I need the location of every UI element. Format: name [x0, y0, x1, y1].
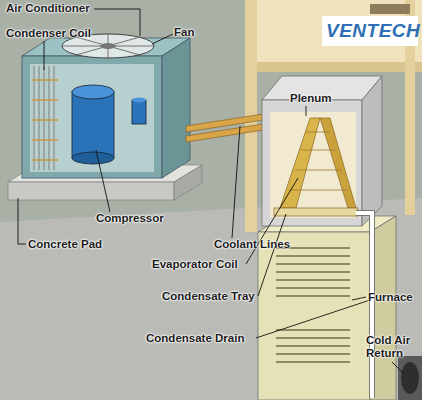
grille-slat: [276, 329, 350, 331]
return-duct: [398, 356, 422, 400]
coil-fin: [38, 66, 39, 170]
capacitor: [132, 100, 146, 124]
grille-slat: [276, 337, 350, 339]
coil-tube: [295, 170, 342, 171]
furnace-grille: [276, 248, 350, 362]
leader-line: [152, 34, 173, 44]
coil-fin: [43, 66, 44, 170]
leader-line: [392, 362, 404, 374]
grille-slat: [276, 271, 350, 273]
condenser-coil: [34, 66, 54, 170]
leader-line: [44, 41, 45, 70]
grille-slat: [276, 287, 350, 289]
compressor-top: [72, 85, 114, 99]
coil-tube: [301, 150, 336, 151]
compressor-base: [72, 152, 114, 164]
pad-front: [8, 182, 174, 200]
plenum-interior: [270, 112, 356, 218]
leader-line: [96, 150, 110, 212]
grille-slat: [276, 295, 350, 297]
part-label: Condensate Tray: [162, 290, 255, 303]
leader-line: [94, 9, 140, 36]
fan-hub: [100, 43, 116, 49]
evaporator-coil: [320, 118, 356, 208]
part-label: Evaporator Coil: [152, 258, 238, 271]
return-opening: [401, 362, 419, 394]
condensate-drain-pipe: [356, 213, 372, 398]
leader-line: [246, 178, 298, 264]
part-label: Condenser Coil: [6, 27, 91, 40]
part-label: Furnace: [368, 291, 413, 304]
coil-fin: [48, 66, 49, 170]
coil-tube: [32, 139, 58, 141]
coil-tube: [289, 190, 348, 191]
pad-side: [174, 165, 202, 200]
condensate-tray: [274, 208, 358, 216]
evaporator-coil: [280, 118, 320, 208]
leader-line: [306, 106, 307, 116]
grille-slat: [276, 353, 350, 355]
part-label: Plenum: [290, 92, 332, 105]
coil-tube: [306, 132, 330, 133]
plenum-side: [362, 76, 382, 226]
part-label: Condensate Drain: [146, 332, 244, 345]
part-label: Compressor: [96, 212, 164, 225]
leader-line: [232, 126, 240, 238]
ceiling-joist: [245, 0, 422, 72]
plenum-front: [262, 100, 362, 226]
fan-spoke: [76, 37, 140, 55]
watermark-logo: VENTECH: [326, 20, 420, 42]
leader-line: [256, 300, 370, 338]
drain-pipe-outline: [356, 213, 372, 398]
grille-slat: [276, 255, 350, 257]
capacitor-top: [132, 98, 146, 103]
part-label: Air Conditioner: [6, 2, 90, 15]
floor: [0, 198, 422, 400]
coil-fin: [33, 66, 34, 170]
grille-slat: [276, 345, 350, 347]
coil-fin: [53, 66, 54, 170]
leader-line: [258, 214, 286, 296]
coil-tubes: [289, 132, 348, 190]
coil-tube: [32, 79, 58, 81]
beam: [245, 62, 422, 72]
unit-side: [162, 38, 190, 178]
coil-tubes: [32, 80, 58, 160]
part-label: Fan: [174, 26, 194, 39]
ceiling-vent: [370, 4, 410, 14]
part-label: Cold Air Return: [366, 334, 420, 360]
part-label: Coolant Lines: [214, 238, 290, 251]
coil-tube: [32, 159, 58, 161]
fan-spoke: [76, 37, 140, 55]
unit-interior: [30, 64, 154, 172]
grille-slat: [276, 361, 350, 363]
furnace-front: [258, 232, 370, 400]
leader-line: [18, 198, 26, 244]
coil-tube: [32, 99, 58, 101]
grille-slat: [276, 279, 350, 281]
leader-lines: [18, 9, 404, 374]
compressor-body: [72, 92, 114, 158]
part-label: Concrete Pad: [28, 238, 102, 251]
grille-slat: [276, 263, 350, 265]
coil-tube: [32, 119, 58, 121]
leader-line: [352, 297, 366, 300]
unit-front: [22, 56, 162, 178]
